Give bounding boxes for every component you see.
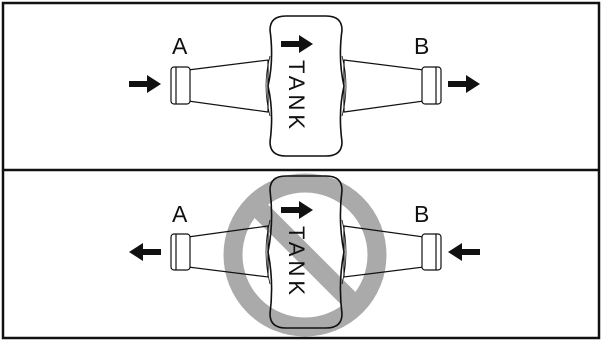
- outlet-label-b: B: [414, 201, 429, 227]
- reversed-flow-arrow-b: [448, 243, 480, 261]
- tank-label: TANK: [284, 226, 309, 299]
- tank-seam: [341, 219, 347, 285]
- correct-flow-panel: TANK A B: [129, 15, 480, 157]
- tank-seam: [341, 55, 347, 117]
- reversed-flow-panel: TANK A B: [129, 173, 480, 337]
- inlet-hose-a: [170, 225, 269, 278]
- inflow-arrow-a: [129, 75, 161, 93]
- reversed-flow-arrow-a: [129, 243, 161, 261]
- inlet-label-a: A: [172, 201, 188, 227]
- tank-label: TANK: [284, 60, 309, 133]
- outlet-hose-b: [343, 59, 442, 113]
- inlet-hose-a: [170, 59, 269, 113]
- outlet-hose-b: [343, 225, 442, 278]
- tank-seam: [265, 55, 271, 117]
- tank-body: [267, 175, 345, 329]
- tank-direction-arrow: [281, 201, 313, 219]
- inlet-label-a: A: [172, 33, 188, 59]
- tank-body: [267, 15, 345, 157]
- tank-seam: [265, 219, 271, 285]
- outflow-arrow-b: [448, 75, 480, 93]
- outlet-label-b: B: [414, 33, 429, 59]
